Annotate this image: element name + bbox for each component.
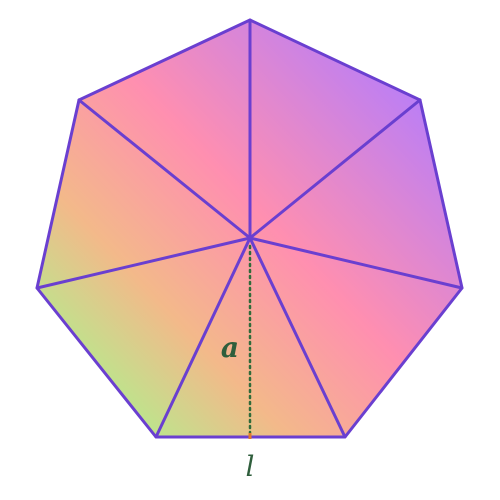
apothem-label: a [221, 331, 239, 364]
triangle-divider-lines [35, 18, 464, 439]
divider-line-5 [154, 236, 252, 439]
side-label: l [246, 450, 255, 483]
divider-line-4 [248, 236, 347, 439]
divider-line-3 [248, 236, 464, 290]
divider-line-2 [248, 98, 422, 240]
divider-line-6 [35, 236, 252, 290]
divider-line-7 [77, 98, 252, 240]
